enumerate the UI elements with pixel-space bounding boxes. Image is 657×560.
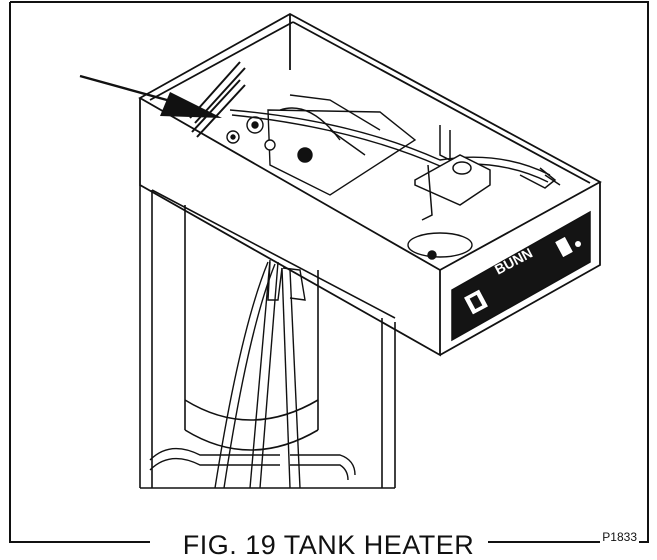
brand-label: BUNN [492,245,535,278]
tank-lid-components [226,94,551,196]
control-panel [451,210,591,342]
drain-opening [407,232,473,260]
lower-housing [139,185,396,489]
thermostat-bracket [414,125,561,221]
tank-cylinder [184,205,319,451]
pointer-arrow [79,74,222,118]
heater-tray [138,12,602,357]
rocker-switch [553,235,575,259]
tank-tubes [149,259,356,489]
power-switch [462,288,490,316]
part-number: P1833 [600,530,639,544]
figure-border [9,1,649,543]
indicator-light [575,241,581,247]
